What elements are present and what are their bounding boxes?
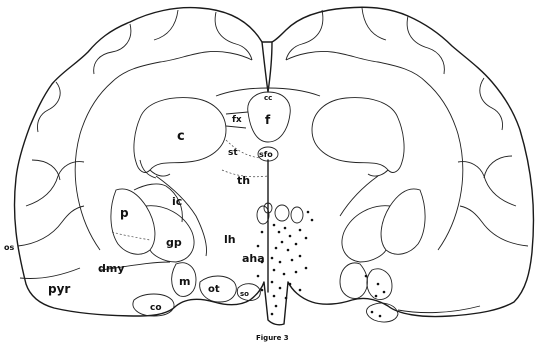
- label-c: c: [177, 129, 185, 144]
- label-aha: aha: [242, 252, 265, 265]
- dot: [371, 311, 374, 314]
- label-gp: gp: [166, 236, 182, 249]
- dot: [273, 295, 276, 298]
- dot: [284, 227, 287, 230]
- label-so: so: [240, 290, 249, 298]
- dot: [289, 283, 292, 286]
- amygdala-boundary-right: [398, 306, 480, 313]
- dot: [379, 315, 382, 318]
- sulcus-right-6: [458, 162, 516, 206]
- medial-amygdala-right: [340, 263, 367, 298]
- sulcus-left-3: [215, 12, 252, 60]
- internal-capsule-right: [340, 176, 378, 216]
- dot: [257, 275, 260, 278]
- label-ic: ic: [172, 195, 182, 208]
- dot: [281, 241, 284, 244]
- globus-pallidus-right: [342, 206, 390, 262]
- dot: [377, 283, 380, 286]
- putamen-right: [381, 189, 425, 254]
- fornix-column-left: [257, 206, 269, 224]
- dot: [311, 219, 314, 222]
- dot: [287, 249, 290, 252]
- sulcus-left-7: [18, 206, 84, 246]
- brain-outline: [15, 7, 534, 325]
- claustrum-left: [112, 232, 150, 240]
- dot: [289, 235, 292, 238]
- label-fx: fx: [232, 115, 242, 125]
- dot: [285, 297, 288, 300]
- dot: [271, 257, 274, 260]
- dots-group: [257, 211, 386, 318]
- dot: [307, 211, 310, 214]
- label-os: os: [4, 243, 14, 252]
- dot: [283, 273, 286, 276]
- dot: [291, 259, 294, 262]
- caudate-right-notch: [368, 170, 388, 176]
- dot: [261, 289, 264, 292]
- globus-pallidus-left: [146, 206, 194, 262]
- label-lh: lh: [224, 233, 236, 246]
- label-st: st: [228, 148, 238, 158]
- label-cc: cc: [264, 94, 272, 102]
- amygdala-right-2: [367, 269, 392, 300]
- label-ot: ot: [208, 284, 220, 295]
- dot: [375, 295, 378, 298]
- figure-caption: Figure 3: [256, 334, 289, 342]
- sulcus-left-5: [32, 160, 60, 180]
- inner-cortex-left: [75, 51, 252, 250]
- label-pyr: pyr: [48, 282, 70, 296]
- dot: [271, 313, 274, 316]
- sulcus-right-5: [484, 156, 512, 178]
- midline-cleft: [262, 42, 272, 92]
- fornix-column-mid: [275, 205, 289, 221]
- dot: [305, 267, 308, 270]
- dot: [271, 281, 274, 284]
- label-co: co: [150, 303, 162, 313]
- label-dmy: dmy: [98, 262, 125, 275]
- dot: [275, 247, 278, 250]
- label-p: p: [120, 206, 129, 220]
- dot: [299, 255, 302, 258]
- dot: [279, 287, 282, 290]
- label-m: m: [179, 275, 190, 288]
- dot: [261, 231, 264, 234]
- dot: [299, 229, 302, 232]
- dot: [295, 271, 298, 274]
- dot: [295, 243, 298, 246]
- dot: [275, 305, 278, 308]
- sulcus-right-2: [362, 8, 386, 40]
- sulcus-left-2: [154, 10, 178, 40]
- putamen-left: [111, 189, 155, 254]
- dot: [273, 269, 276, 272]
- dot: [383, 291, 386, 294]
- dot: [257, 245, 260, 248]
- dot: [365, 275, 368, 278]
- dot: [278, 231, 281, 234]
- label-f: f: [265, 113, 271, 127]
- fornix-column-right: [291, 207, 303, 223]
- dot: [279, 261, 282, 264]
- caudate-right: [312, 98, 404, 173]
- dot: [299, 289, 302, 292]
- label-sfo: sfo: [259, 150, 273, 159]
- dot: [273, 224, 276, 227]
- dot: [305, 237, 308, 240]
- sulcus-right-7: [460, 206, 528, 246]
- piriform-line-left: [20, 268, 80, 279]
- sulcus-right-4: [480, 78, 503, 130]
- label-th: th: [237, 174, 250, 187]
